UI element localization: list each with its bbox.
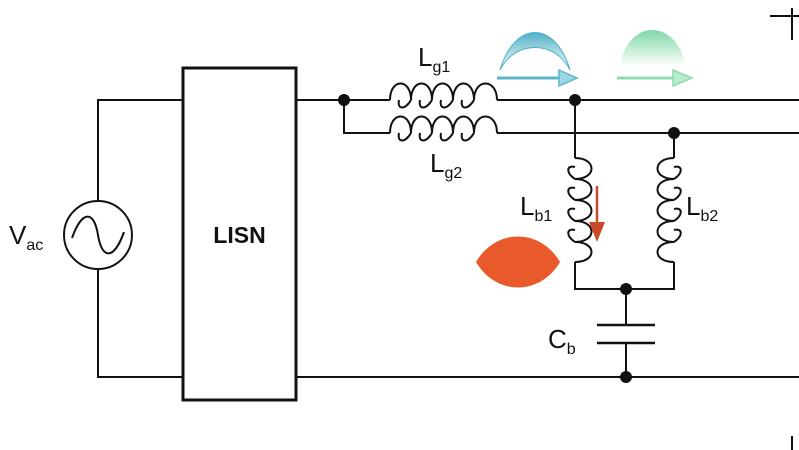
green-current-arrowhead-icon: [672, 68, 694, 88]
source-top-wire: [97, 99, 183, 200]
sine-wave-icon: [71, 215, 125, 255]
label-lg2: Lg2: [430, 148, 462, 182]
label-lb2: Lb2: [686, 191, 718, 225]
label-cb: Cb: [548, 324, 576, 358]
junction-dot: [620, 283, 632, 295]
red-current-arrowhead-icon: [589, 222, 605, 242]
inductor-lb2: [656, 157, 675, 263]
inductor-lb1: [574, 157, 593, 263]
green-current-hump-icon: [620, 30, 686, 66]
orange-current-lobe-icon: [476, 236, 560, 288]
inductor-lg1: [389, 82, 498, 101]
source-bottom-wire: [97, 268, 183, 378]
blue-current-arrowhead-icon: [558, 68, 579, 88]
lb2-bottom-wire: [626, 262, 675, 290]
lg2-branch-left-wire: [343, 100, 390, 134]
inductor-lg1-loops: [397, 99, 475, 109]
junction-dot: [620, 371, 632, 383]
label-lb1: Lb1: [520, 191, 552, 225]
lb1-bottom-wire: [574, 262, 626, 290]
junction-dot: [668, 127, 680, 139]
label-vac: Vac: [9, 220, 43, 254]
lisn-label: LISN: [213, 222, 265, 248]
wires: [97, 8, 799, 450]
lisn-block: [181, 66, 298, 402]
inductor-lb1-loops: [567, 165, 576, 243]
inductor-lb2-loops: [673, 165, 682, 243]
inductor-lg2-loops: [397, 132, 475, 142]
inductor-lg2: [389, 115, 498, 134]
junction-dot: [338, 94, 350, 106]
junction-dot: [569, 94, 581, 106]
junction-dots: [338, 94, 680, 383]
blue-current-hump-icon: [499, 32, 571, 71]
label-lg1: Lg1: [418, 42, 450, 76]
